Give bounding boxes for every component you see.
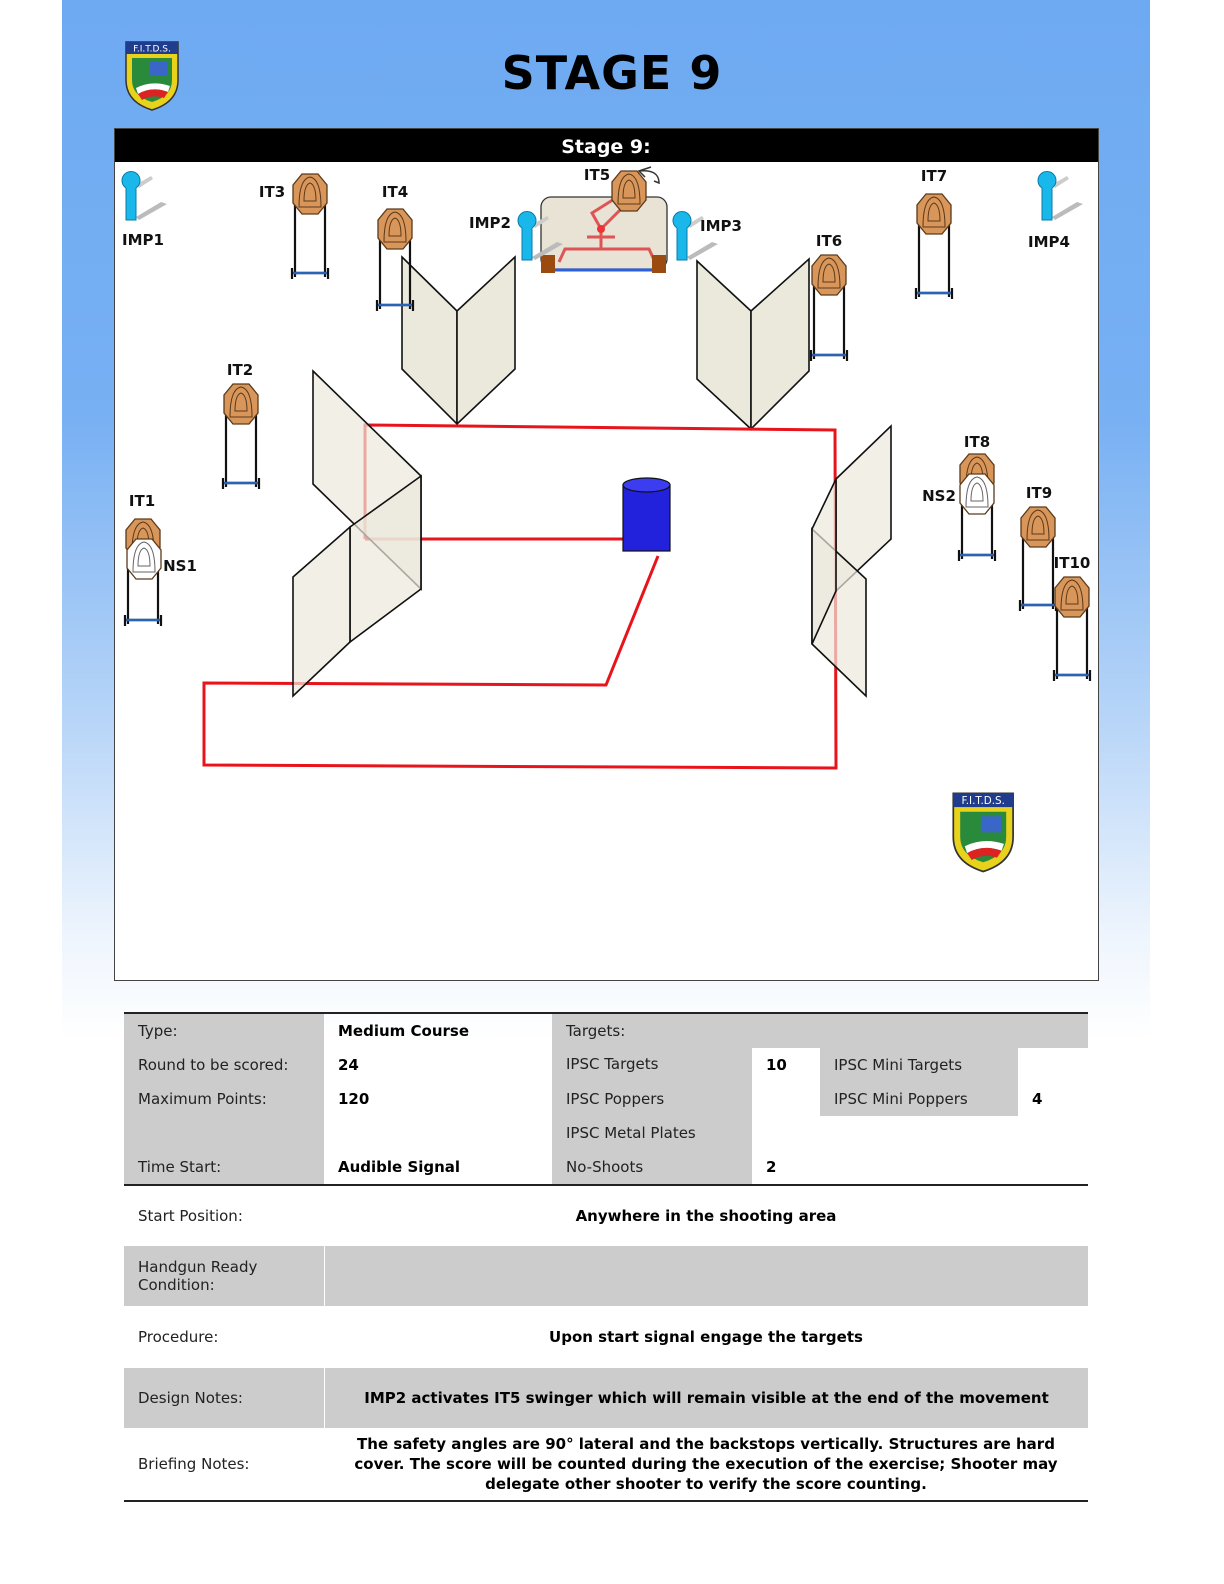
wall-panel bbox=[292, 525, 351, 698]
target-it9 bbox=[1018, 506, 1058, 611]
briefing-notes-label: Briefing Notes: bbox=[138, 1455, 250, 1473]
label-it9: IT9 bbox=[1026, 484, 1052, 502]
label-imp1: IMP1 bbox=[122, 231, 164, 249]
points-value: 120 bbox=[338, 1090, 370, 1108]
label-ns2: NS2 bbox=[922, 487, 956, 505]
target-it4 bbox=[375, 208, 415, 311]
label-imp2: IMP2 bbox=[469, 214, 511, 232]
wall-panel bbox=[456, 255, 516, 426]
svg-text:F.I.T.D.S.: F.I.T.D.S. bbox=[133, 45, 171, 55]
procedure-label: Procedure: bbox=[138, 1328, 219, 1346]
popper-imp3 bbox=[672, 211, 718, 261]
type-label: Type: bbox=[138, 1022, 178, 1040]
briefing-notes-value: The safety angles are 90° lateral and th… bbox=[354, 1435, 1058, 1493]
label-it3: IT3 bbox=[259, 183, 285, 201]
no-shoots-label: No-Shoots bbox=[552, 1150, 752, 1184]
barrel bbox=[622, 484, 671, 552]
fitds-logo: F.I.T.D.S. bbox=[125, 41, 179, 111]
swing-arrow-icon bbox=[637, 166, 660, 185]
procedure-value: Upon start signal engage the targets bbox=[549, 1328, 863, 1346]
popper-imp2 bbox=[517, 211, 563, 261]
popper-imp4 bbox=[1037, 171, 1083, 221]
swinger-base-left bbox=[541, 255, 555, 273]
label-it7: IT7 bbox=[921, 167, 947, 185]
time-start-label: Time Start: bbox=[138, 1158, 222, 1176]
label-it2: IT2 bbox=[227, 361, 253, 379]
swinger-pivot bbox=[597, 225, 605, 233]
label-ns1: NS1 bbox=[163, 557, 197, 575]
target-it3 bbox=[290, 173, 330, 279]
no-shoots-value: 2 bbox=[766, 1158, 777, 1176]
handgun-ready-label: Handgun Ready Condition: bbox=[124, 1246, 324, 1306]
ipsc-targets-value: 10 bbox=[766, 1056, 787, 1074]
handgun-ready-value bbox=[325, 1246, 1088, 1306]
type-value: Medium Course bbox=[338, 1022, 470, 1040]
no-shoot-ns2 bbox=[959, 473, 995, 515]
target-it2 bbox=[221, 383, 261, 489]
label-it8: IT8 bbox=[964, 433, 990, 451]
time-start-value: Audible Signal bbox=[338, 1158, 461, 1176]
wall-panel bbox=[696, 259, 752, 431]
target-it6 bbox=[809, 254, 849, 361]
shooting-area-boundary bbox=[202, 423, 838, 770]
design-notes-value: IMP2 activates IT5 swinger which will re… bbox=[325, 1368, 1088, 1428]
ipsc-mini-targets-label: IPSC Mini Targets bbox=[820, 1048, 1018, 1082]
label-it10: IT10 bbox=[1054, 554, 1091, 572]
target-it7 bbox=[914, 193, 954, 299]
wall-panel bbox=[750, 257, 810, 431]
rounds-label: Round to be scored: bbox=[138, 1056, 289, 1074]
svg-text:F.I.T.D.S.: F.I.T.D.S. bbox=[961, 795, 1004, 807]
label-imp4: IMP4 bbox=[1028, 233, 1070, 251]
label-it6: IT6 bbox=[816, 232, 842, 250]
label-it5: IT5 bbox=[584, 166, 610, 184]
wall-panel bbox=[811, 478, 837, 645]
table-mid-rule bbox=[124, 1184, 1088, 1186]
swinger-mechanism bbox=[557, 193, 657, 263]
metal-plates-label: IPSC Metal Plates bbox=[552, 1116, 752, 1150]
label-it1: IT1 bbox=[129, 492, 155, 510]
fitds-logo-small: F.I.T.D.S. bbox=[952, 792, 1014, 873]
ipsc-poppers-label: IPSC Poppers bbox=[552, 1082, 752, 1116]
target-it10 bbox=[1052, 576, 1092, 681]
diagram-title-bar bbox=[115, 129, 1098, 162]
label-imp3: IMP3 bbox=[700, 217, 742, 235]
ipsc-mini-poppers-label: IPSC Mini Poppers bbox=[820, 1082, 1018, 1116]
label-it4: IT4 bbox=[382, 183, 408, 201]
start-position-value: Anywhere in the shooting area bbox=[575, 1207, 837, 1225]
target-it5 bbox=[611, 170, 647, 212]
no-shoot-ns1 bbox=[126, 538, 162, 580]
rounds-value: 24 bbox=[338, 1056, 359, 1074]
swinger-base-right bbox=[652, 255, 666, 273]
design-notes-label: Design Notes: bbox=[124, 1368, 324, 1428]
page-title: STAGE 9 bbox=[501, 46, 723, 100]
start-position-label: Start Position: bbox=[138, 1207, 243, 1225]
barrel-top bbox=[622, 477, 671, 493]
table-bottom-rule bbox=[124, 1500, 1088, 1502]
diagram-title: Stage 9: bbox=[561, 136, 651, 158]
popper-imp1 bbox=[121, 171, 167, 221]
points-label: Maximum Points: bbox=[138, 1090, 267, 1108]
targets-label: Targets: bbox=[552, 1014, 1088, 1048]
table-top-rule bbox=[124, 1012, 1088, 1014]
ipsc-mini-poppers-value: 4 bbox=[1032, 1090, 1043, 1108]
